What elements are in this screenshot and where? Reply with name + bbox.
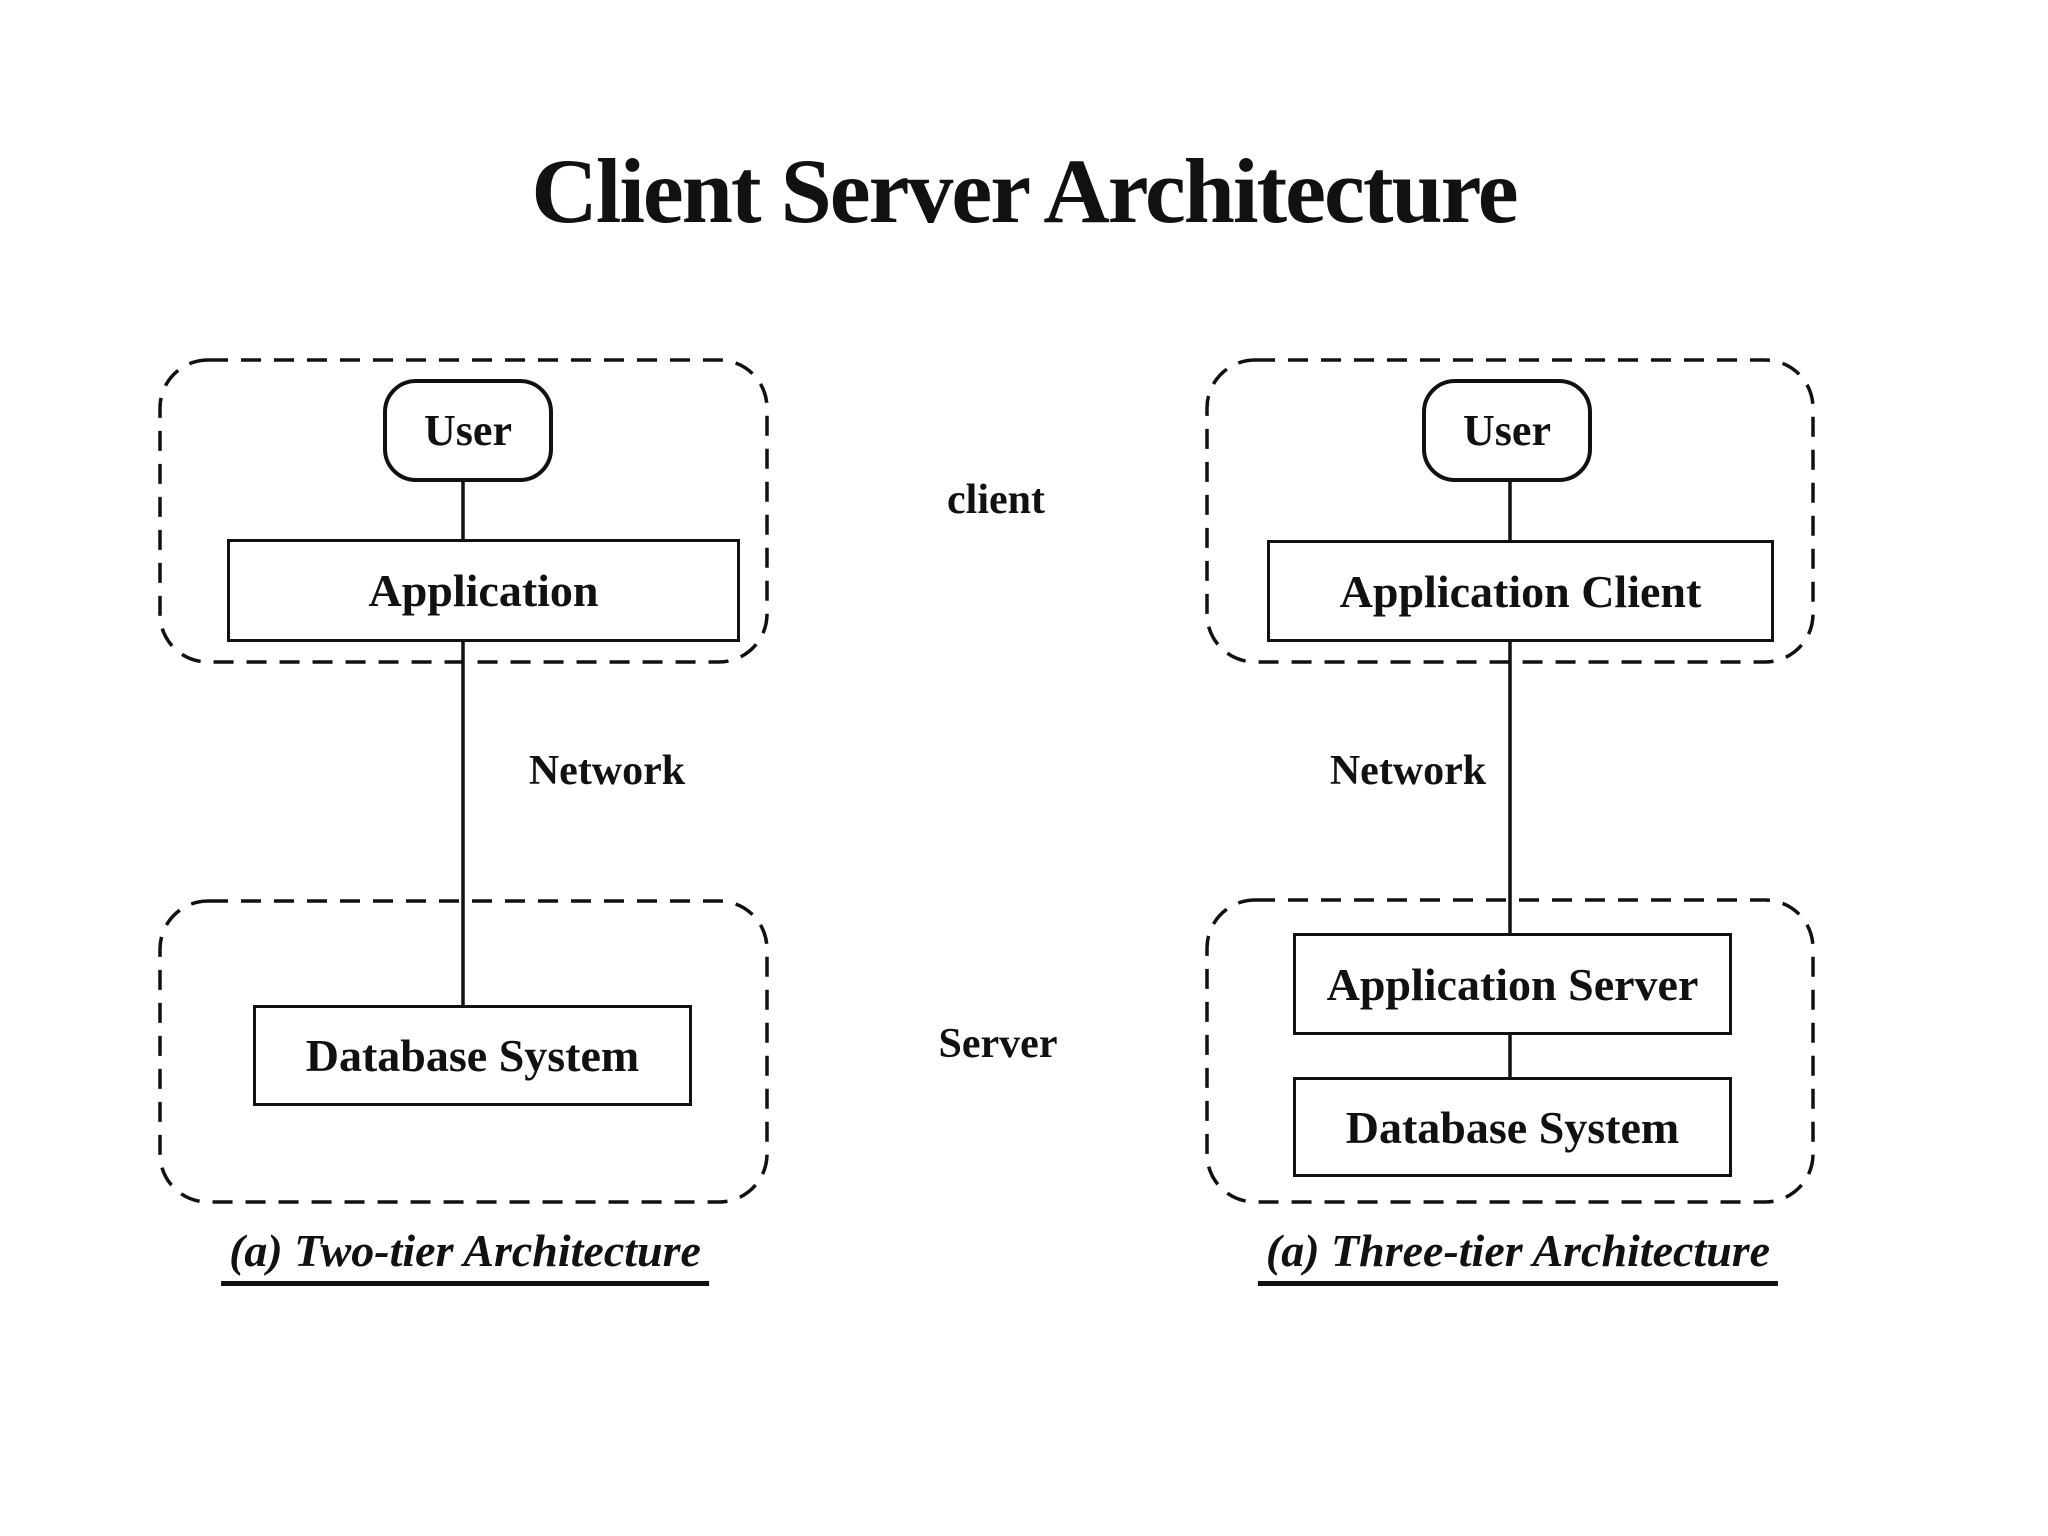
database-system-node-right: Database System bbox=[1293, 1077, 1732, 1177]
user-node-right: User bbox=[1422, 379, 1592, 482]
database-system-node-left: Database System bbox=[253, 1005, 692, 1106]
server-tier-boundary-left bbox=[158, 899, 769, 1204]
network-label-right: Network bbox=[1329, 748, 1487, 794]
page-title: Client Server Architecture bbox=[531, 140, 1518, 242]
client-tier-boundary-right bbox=[1205, 358, 1815, 664]
two-tier-caption: (a) Two-tier Architecture bbox=[221, 1224, 709, 1286]
user-node-left: User bbox=[383, 379, 553, 482]
server-tier-label: Server bbox=[938, 1021, 1058, 1067]
application-node: Application bbox=[227, 539, 740, 642]
three-tier-caption: (a) Three-tier Architecture bbox=[1257, 1224, 1779, 1286]
application-client-node: Application Client bbox=[1267, 540, 1774, 642]
server-tier-boundary-right bbox=[1205, 898, 1815, 1204]
network-label-left: Network bbox=[528, 748, 686, 794]
client-tier-label: client bbox=[947, 477, 1045, 523]
application-server-node: Application Server bbox=[1293, 933, 1732, 1035]
